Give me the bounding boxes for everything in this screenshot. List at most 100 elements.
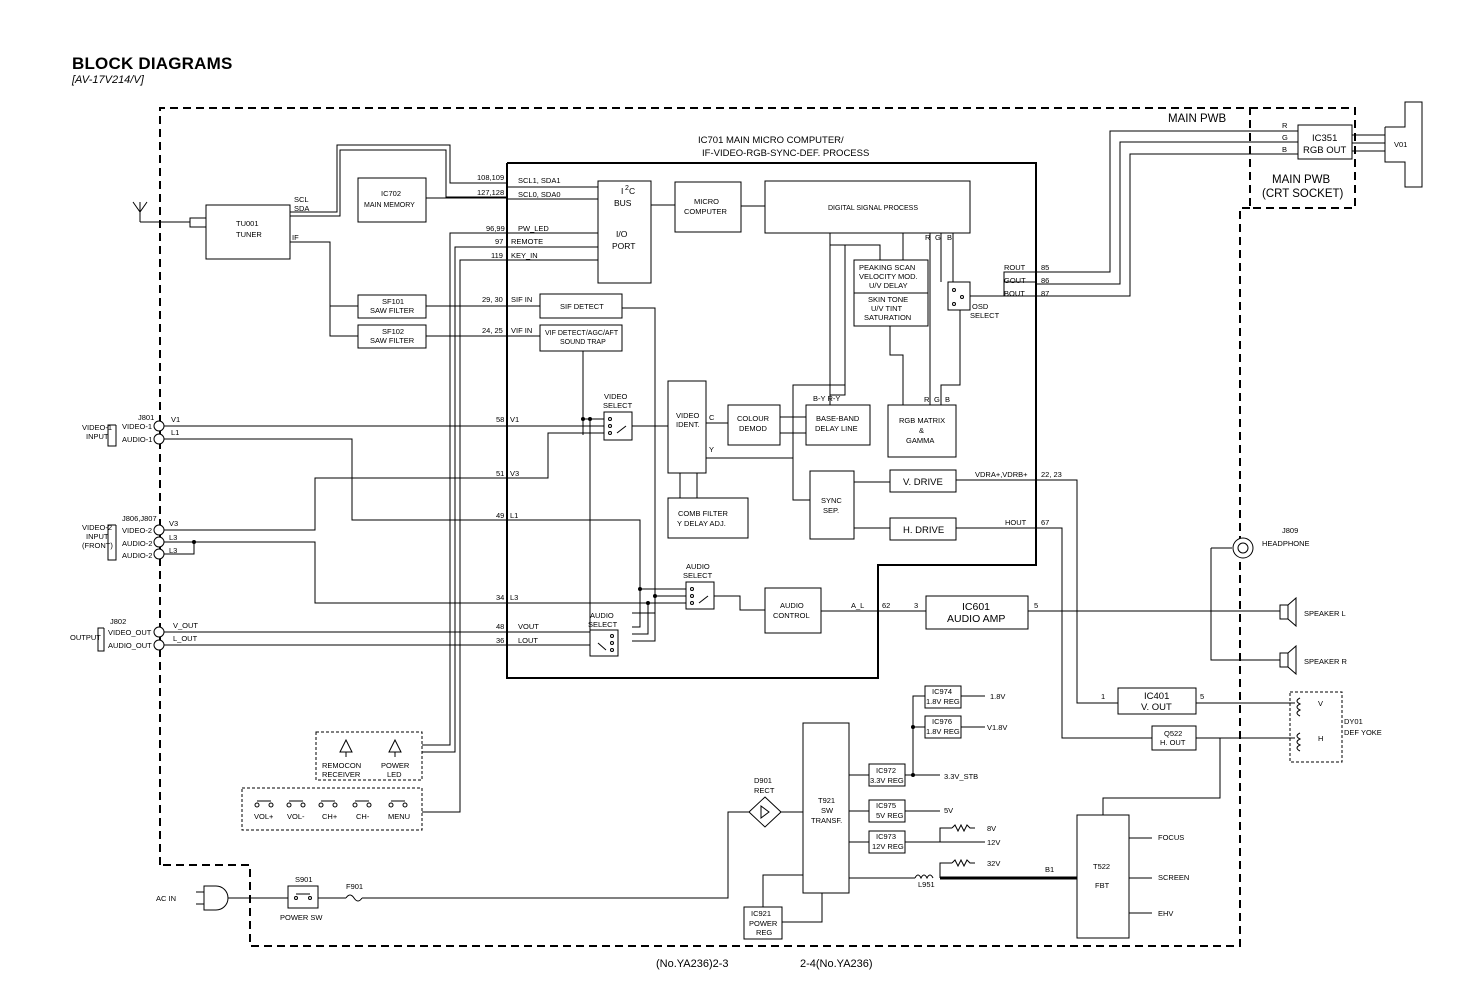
hout-label: HOUT	[1005, 518, 1027, 527]
ic973-label-1: IC973	[876, 832, 896, 841]
video2-jack[interactable]	[153, 524, 165, 536]
c-label: C	[709, 413, 715, 422]
vident-label-1: VIDEO	[676, 411, 700, 420]
dy01-outline	[1289, 691, 1343, 763]
rout-label: ROUT	[1004, 263, 1026, 272]
byry-label: B-Y R-Y	[813, 394, 840, 403]
skin-label-1: SKIN TONE	[868, 295, 908, 304]
ic972-label-1: IC972	[876, 766, 896, 775]
audio2b-jack[interactable]	[153, 548, 165, 560]
ic973-label-2: 12V REG	[872, 842, 904, 851]
rgb-b-label: B	[1282, 145, 1287, 154]
colour-label-1: COLOUR	[737, 414, 770, 423]
audio2b-label: AUDIO-2	[122, 551, 152, 560]
ic701-title-1: IC701 MAIN MICRO COMPUTER/	[698, 135, 844, 146]
ic921-label-1: IC921	[751, 909, 771, 918]
pin-5b: 5	[1200, 692, 1204, 701]
pin-48: 48	[496, 622, 504, 631]
pin-58: 58	[496, 415, 504, 424]
osd-label-1: OSD	[972, 302, 989, 311]
audioout-jack[interactable]	[153, 639, 165, 651]
remocon-receiver-icon	[339, 738, 353, 757]
l951-label: L951	[918, 880, 935, 889]
j806-label: J806,J807	[122, 514, 157, 523]
micro-label-2: COMPUTER	[684, 207, 728, 216]
pin-87: 87	[1041, 289, 1049, 298]
t921-transformer	[802, 722, 850, 894]
t522-fbt	[1076, 814, 1130, 939]
audio-select-1-switch	[685, 581, 715, 610]
screen-label: SCREEN	[1158, 873, 1189, 882]
io-label-1: I/O	[616, 229, 628, 239]
pled-label-2: LED	[387, 770, 402, 779]
pin-36: 36	[496, 636, 504, 645]
j802-label: J802	[110, 617, 126, 626]
menu-key[interactable]	[388, 800, 408, 808]
asel2-label-2: SELECT	[588, 620, 618, 629]
ic975-label-2: 5V REG	[876, 811, 904, 820]
peak-label-3: U/V DELAY	[869, 281, 908, 290]
t921-label-3: TRANSF.	[811, 816, 842, 825]
crt-pwb-label-1: MAIN PWB	[1272, 174, 1330, 186]
l3-pin-label: L3	[510, 593, 518, 602]
remocon-led-outline	[315, 731, 423, 781]
main-pwb-label: MAIN PWB	[1168, 113, 1226, 125]
ch-plus-key[interactable]	[318, 800, 338, 808]
ic702-label-2: MAIN MEMORY	[364, 202, 415, 209]
vifin-label: VIF IN	[511, 326, 532, 335]
video1-label: VIDEO-1	[122, 422, 152, 431]
dsp-g: G	[935, 233, 941, 242]
asel2-label-1: AUDIO	[590, 611, 614, 620]
vif-label-2: SOUND TRAP	[560, 339, 606, 346]
v8-label: 8V	[987, 824, 996, 833]
audio1-label: AUDIO-1	[122, 435, 152, 444]
v2-input-label-1: VIDEO-2	[82, 523, 112, 532]
i2c-label-i: I	[621, 186, 623, 196]
rgb-matrix-block	[887, 404, 957, 458]
ch-plus-label: CH+	[322, 812, 338, 821]
remote-label: REMOTE	[511, 237, 543, 246]
crt-tube-icon	[1384, 101, 1423, 188]
comb-filter-block	[667, 497, 749, 539]
t921-label-1: T921	[818, 796, 835, 805]
videoout-jack[interactable]	[153, 626, 165, 638]
ext-vout-label: V_OUT	[173, 621, 198, 630]
pin-34: 34	[496, 593, 504, 602]
sync-label-1: SYNC	[821, 496, 842, 505]
ic601-label-1: IC601	[962, 601, 990, 613]
footer-left: (No.YA236)2-3	[656, 958, 729, 970]
ext-l1-label: L1	[171, 428, 179, 437]
speaker-l-label: SPEAKER L	[1304, 609, 1346, 618]
ic972-label-2: 3.3V REG	[870, 776, 904, 785]
pin-3: 3	[914, 601, 918, 610]
crt-pwb-label-2: (CRT SOCKET)	[1262, 188, 1344, 200]
baseband-block	[805, 404, 871, 446]
remocon-label-2: RECEIVER	[322, 770, 361, 779]
audio2a-jack[interactable]	[153, 536, 165, 548]
ext-v1-label: V1	[171, 415, 180, 424]
scl1-label: SCL1, SDA1	[518, 176, 561, 185]
hdrive-label: H. DRIVE	[903, 525, 944, 536]
audio1-jack[interactable]	[153, 433, 165, 445]
colour-label-2: DEMOD	[739, 424, 768, 433]
comb-label-1: COMB FILTER	[678, 509, 728, 518]
vol-minus-key[interactable]	[286, 800, 306, 808]
ch-minus-key[interactable]	[352, 800, 372, 808]
ic921-label-2: POWER	[749, 919, 778, 928]
pin-96: 96,99	[486, 224, 505, 233]
b1-label: B1	[1045, 865, 1054, 874]
v18b-label: V1.8V	[987, 723, 1007, 732]
video1-jack[interactable]	[153, 420, 165, 432]
power-switch[interactable]	[287, 885, 319, 909]
ic974-block	[924, 685, 962, 709]
v-drive-block	[889, 469, 957, 493]
ic976-label-1: IC976	[932, 717, 952, 726]
audioout-label: AUDIO_OUT	[108, 641, 152, 650]
dy-v-label: V	[1318, 699, 1323, 708]
rgb-g-label: G	[1282, 133, 1288, 142]
vol-plus-key[interactable]	[254, 800, 274, 808]
v1-input-label-2: INPUT	[86, 432, 109, 441]
pin-86: 86	[1041, 276, 1049, 285]
pin-85: 85	[1041, 263, 1049, 272]
